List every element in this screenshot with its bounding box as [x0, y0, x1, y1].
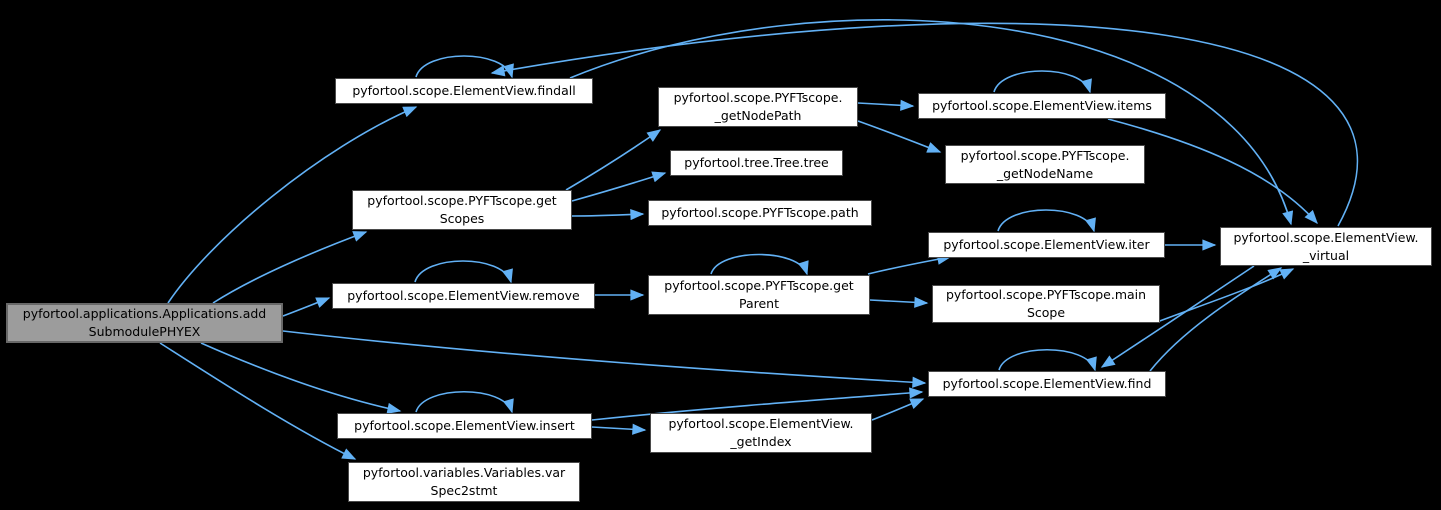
node-label: Scopes — [439, 211, 485, 226]
node-label: pyfortool.scope.PYFTscope. — [960, 147, 1130, 163]
edge-addSubmodulePHYEX-to-insert — [200, 342, 402, 414]
node-label: pyfortool.scope.ElementView.remove — [347, 288, 580, 304]
edge-addSubmodulePHYEX-to-find — [282, 330, 927, 388]
edge-addSubmodulePHYEX-to-remove — [282, 297, 331, 317]
edge-getParent-to-mainScope — [869, 296, 929, 308]
edge-find-to-virtual — [1149, 267, 1283, 372]
node-label: _virtual — [1302, 247, 1350, 263]
node-label: Spec2stmt — [430, 483, 498, 498]
self-loop-find — [998, 348, 1097, 372]
node-getNodePath[interactable]: pyfortool.scope.PYFTscope. _getNodePath — [658, 87, 858, 127]
node-label: pyfortool.scope.ElementView.iter — [943, 237, 1150, 253]
edge-getScopes-to-path — [571, 208, 645, 221]
node-find[interactable]: pyfortool.scope.ElementView.find — [928, 371, 1166, 397]
node-label: pyfortool.scope.ElementView.insert — [354, 418, 575, 434]
edge-items-to-virtual — [1107, 118, 1318, 225]
node-label: pyfortool.scope.ElementView. — [1233, 229, 1419, 245]
edge-virtual-to-findall — [490, 22, 1359, 227]
self-loop-iter — [997, 209, 1096, 233]
node-iter[interactable]: pyfortool.scope.ElementView.iter — [928, 232, 1165, 258]
edge-getIndex-to-find — [871, 398, 925, 421]
node-label: pyfortool.scope.ElementView.findall — [352, 83, 576, 99]
node-label: SubmodulePHYEX — [88, 324, 201, 339]
edge-addSubmodulePHYEX-to-varSpec2stmt — [159, 342, 357, 460]
node-path[interactable]: pyfortool.scope.PYFTscope.path — [648, 200, 872, 226]
node-label: Scope — [1026, 305, 1066, 320]
edge-getNodePath-to-getNodeName — [857, 120, 942, 153]
edge-getScopes-to-getNodePath — [565, 129, 662, 191]
node-label: pyfortool.scope.PYFTscope.path — [661, 205, 859, 221]
edge-insert-to-getIndex — [591, 423, 647, 435]
edge-addSubmodulePHYEX-to-getScopes — [212, 231, 368, 304]
node-label: _getIndex — [730, 434, 792, 449]
node-label: pyfortool.variables.Variables.var — [362, 465, 566, 481]
node-remove[interactable]: pyfortool.scope.ElementView.remove — [332, 283, 595, 309]
node-label: pyfortool.scope.ElementView.find — [942, 376, 1152, 392]
node-label: pyfortool.scope.PYFTscope. — [673, 90, 843, 106]
node-getIndex[interactable]: pyfortool.scope.ElementView. _getIndex — [650, 413, 872, 453]
edge-addSubmodulePHYEX-to-findall — [167, 106, 418, 304]
node-findall[interactable]: pyfortool.scope.ElementView.findall — [335, 78, 593, 104]
node-label: _getNodeName — [996, 165, 1094, 181]
edge-insert-to-find — [591, 387, 924, 421]
self-loop-items — [993, 70, 1092, 94]
node-label: Parent — [738, 296, 779, 311]
self-loop-getParent — [710, 253, 809, 276]
node-items[interactable]: pyfortool.scope.ElementView.items — [918, 93, 1166, 119]
node-label: pyfortool.scope.PYFTscope.get — [664, 278, 854, 294]
node-label: _getNodePath — [714, 108, 802, 123]
edge-getScopes-to-tree — [571, 171, 667, 202]
node-label: pyfortool.scope.PYFTscope.main — [945, 287, 1147, 303]
self-loop-remove — [414, 260, 513, 284]
node-getNodeName[interactable]: pyfortool.scope.PYFTscope. _getNodeName — [945, 145, 1145, 184]
self-loop-insert — [415, 390, 514, 414]
node-label: pyfortool.scope.ElementView. — [668, 416, 854, 432]
self-loop-findall — [415, 55, 514, 79]
node-label: pyfortool.scope.ElementView.items — [932, 98, 1152, 114]
node-label: pyfortool.applications.Applications.add — [22, 306, 267, 322]
node-tree[interactable]: pyfortool.tree.Tree.tree — [670, 150, 843, 176]
edge-mainScope-to-virtual — [1156, 268, 1295, 323]
node-label: pyfortool.scope.PYFTscope.get — [367, 193, 557, 209]
node-label: pyfortool.tree.Tree.tree — [684, 155, 829, 171]
edge-getNodePath-to-items — [857, 99, 915, 111]
node-virtual[interactable]: pyfortool.scope.ElementView. _virtual — [1220, 227, 1432, 266]
node-insert[interactable]: pyfortool.scope.ElementView.insert — [337, 413, 592, 439]
edge-virtual-to-find — [1100, 265, 1255, 368]
edge-getParent-to-iter — [867, 253, 952, 275]
edge-findall-to-virtual — [569, 19, 1294, 226]
